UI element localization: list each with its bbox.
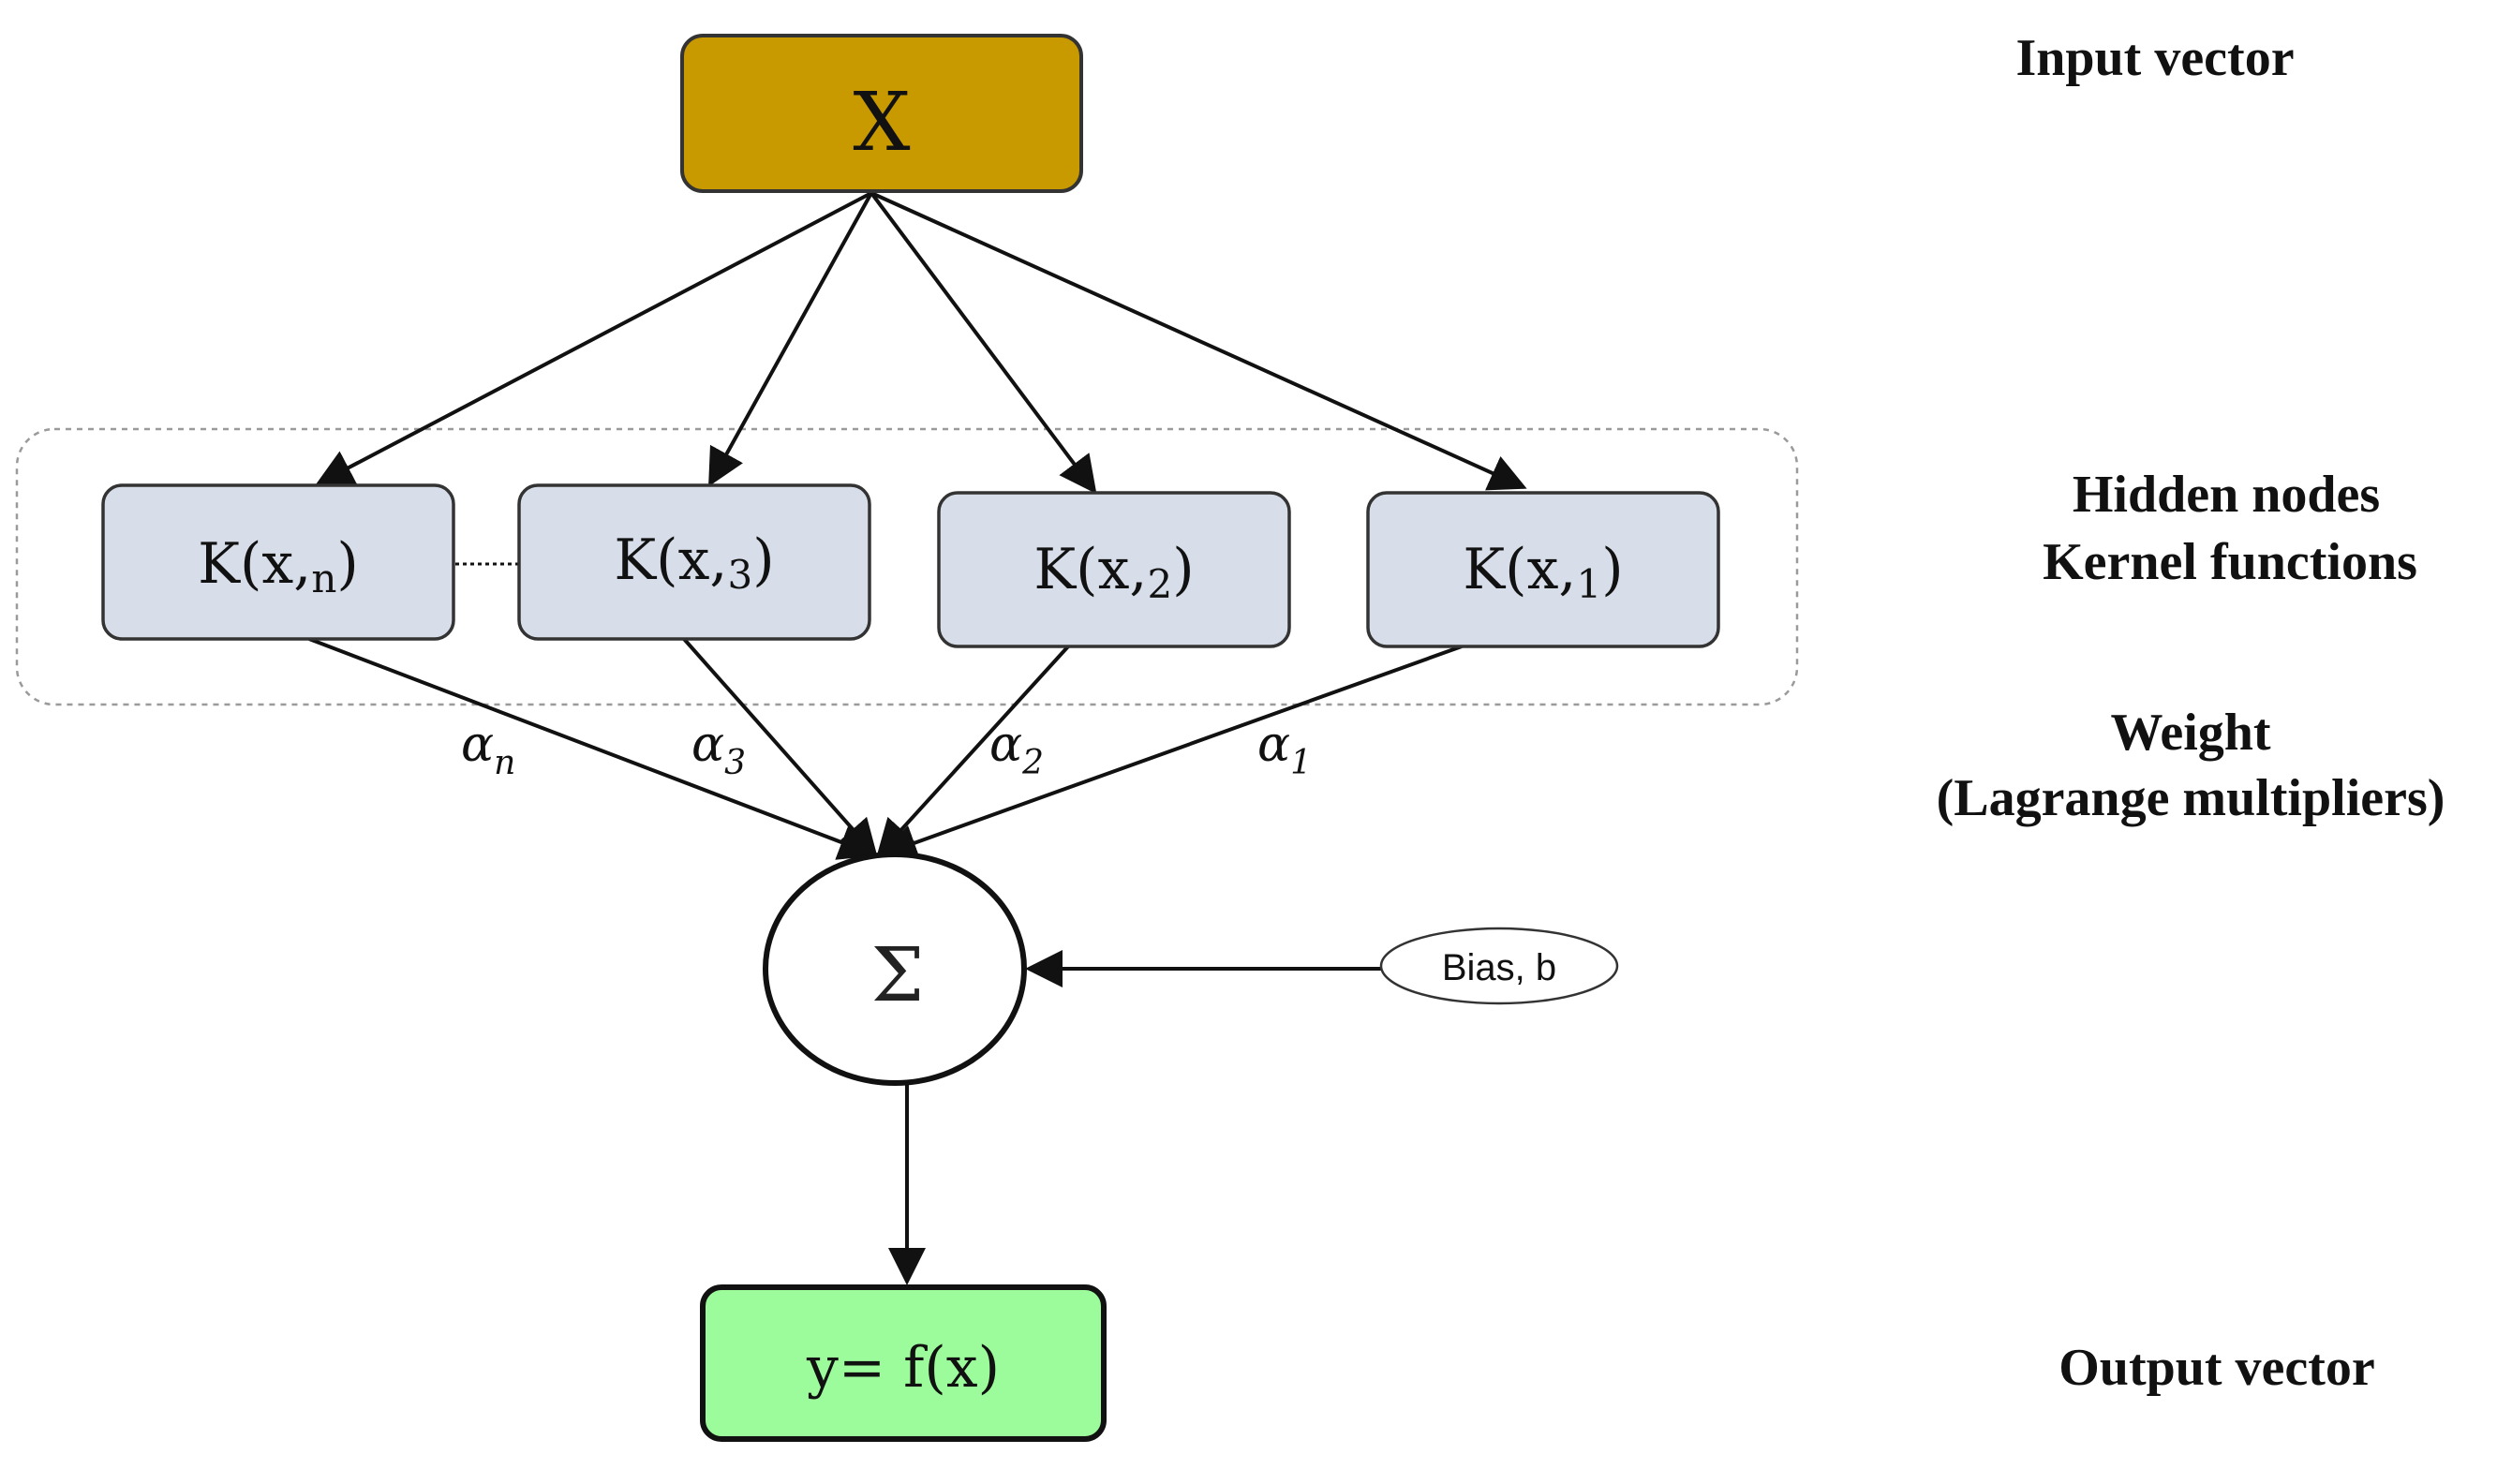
kernel-node-box [1366,491,1720,648]
weight-connectors [308,637,1463,861]
hidden-nodes-label: Hidden nodes [2073,466,2380,524]
input-connectors [315,191,1527,495]
kernel-node-1: K(x,1) [1366,491,1720,648]
sum-node-circle [763,852,1027,1086]
kernel-node-label: K(x,n) [198,531,359,601]
output-vector-label: Output vector [2059,1339,2375,1397]
weight-label-3: α3 [691,717,746,782]
bias-node: Bias, b [1379,927,1619,1005]
edge-x-to-kn [315,191,872,485]
weight-label: Weight [2110,704,2270,762]
input-node-label: X [853,76,910,170]
weight-label-1: α1 [1257,717,1312,782]
input-node: X [680,34,1083,193]
kernel-node-box [517,483,871,641]
input-vector-label: Input vector [2015,29,2294,87]
edge-x-to-k2 [870,191,1097,495]
kernel-functions-label: Kernel functions [2043,533,2417,591]
output-node-box [700,1284,1107,1442]
kernel-subscript: 3 [728,552,753,598]
kernel-node-box [937,491,1291,648]
edge-k2-to-sum [876,645,1070,857]
layer-labels: Input vector Hidden nodes Kernel functio… [1937,29,2445,1397]
kernel-subscript: n [311,556,336,601]
kernel-node-box [101,483,455,641]
kernel-node-n: K(x,n) [101,483,455,641]
lagrange-multipliers-label: (Lagrange multipliers) [1937,769,2445,827]
weight-label-n: αn [461,717,515,782]
output-node-label: y= f(x) [806,1335,1000,1401]
edge-k3-to-sum [682,637,878,857]
sigma-icon: Σ [871,931,925,1018]
kernel-subscript: 2 [1148,561,1173,607]
kernel-node-2: K(x,2) [937,491,1291,648]
input-node-box [680,34,1083,193]
output-node: y= f(x) [700,1284,1107,1442]
weight-label-2: α2 [989,717,1044,782]
kernel-node-3: K(x,3) [517,483,871,641]
edge-k1-to-sum [879,645,1463,861]
kernel-node-label: K(x,2) [1033,537,1194,607]
edge-x-to-k1 [870,191,1527,491]
bias-node-ellipse [1379,927,1619,1005]
edge-kn-to-sum [308,637,877,860]
kernel-node-label: K(x,3) [614,527,774,598]
edge-x-to-k3 [708,192,873,487]
sum-node: Σ [763,852,1027,1086]
kernel-subscript: 1 [1577,561,1602,607]
bias-label: Bias, b [1442,947,1556,988]
kernel-node-label: K(x,1) [1463,537,1623,607]
